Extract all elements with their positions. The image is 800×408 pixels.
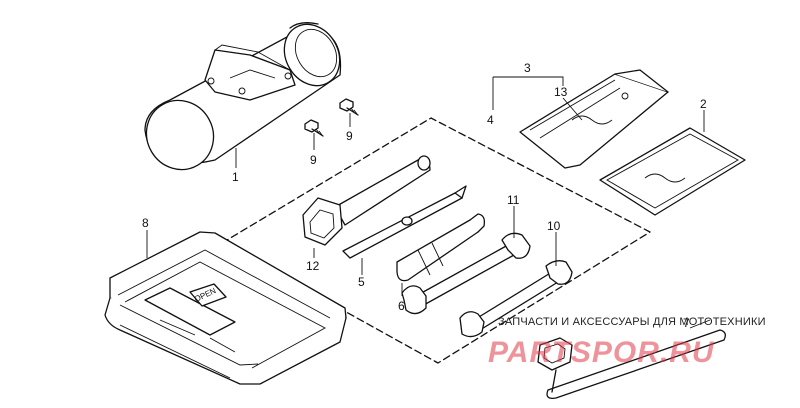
callout-13: 13 [554, 85, 568, 99]
wrench-upper [401, 232, 531, 315]
callout-labels: 1 2 3 4 5 6 7 8 9 9 10 11 12 13 [142, 61, 707, 330]
tool-tube [144, 22, 342, 171]
spark-plug-wrench [302, 155, 431, 246]
tool-tray: OPEN [104, 231, 347, 385]
watermark-caption: ЗАПЧАСТИ И АКСЕССУАРЫ ДЛЯ МОТОТЕХНИКИ [498, 316, 766, 328]
screwdriver-blade [342, 185, 467, 259]
callout-2: 2 [700, 97, 707, 111]
callout-9-upper: 9 [346, 129, 353, 143]
callout-9-lower: 9 [310, 153, 317, 167]
toolkit-outline [221, 117, 651, 364]
callout-12: 12 [306, 259, 320, 273]
tool-bag [599, 127, 746, 216]
callout-3: 3 [524, 61, 531, 75]
callout-4: 4 [487, 113, 494, 127]
wrench-lower [459, 260, 573, 338]
tool-pouch [519, 69, 669, 169]
callout-7: 7 [683, 316, 690, 330]
bolt-lower [304, 119, 324, 137]
callout-10: 10 [547, 219, 561, 233]
bolt-upper [339, 98, 359, 116]
callout-8: 8 [142, 216, 149, 230]
callout-5: 5 [358, 275, 365, 289]
callout-11: 11 [507, 193, 520, 207]
box-wrench [537, 329, 726, 399]
callout-1: 1 [232, 170, 239, 184]
callout-6: 6 [398, 299, 405, 313]
watermark: ЗАПЧАСТИ И АКСЕССУАРЫ ДЛЯ МОТОТЕХНИКИ PA… [488, 316, 766, 369]
watermark-logo: PARTSPOR.RU [488, 336, 715, 369]
leader-lines [146, 76, 711, 329]
screwdriver-handle [396, 213, 486, 282]
